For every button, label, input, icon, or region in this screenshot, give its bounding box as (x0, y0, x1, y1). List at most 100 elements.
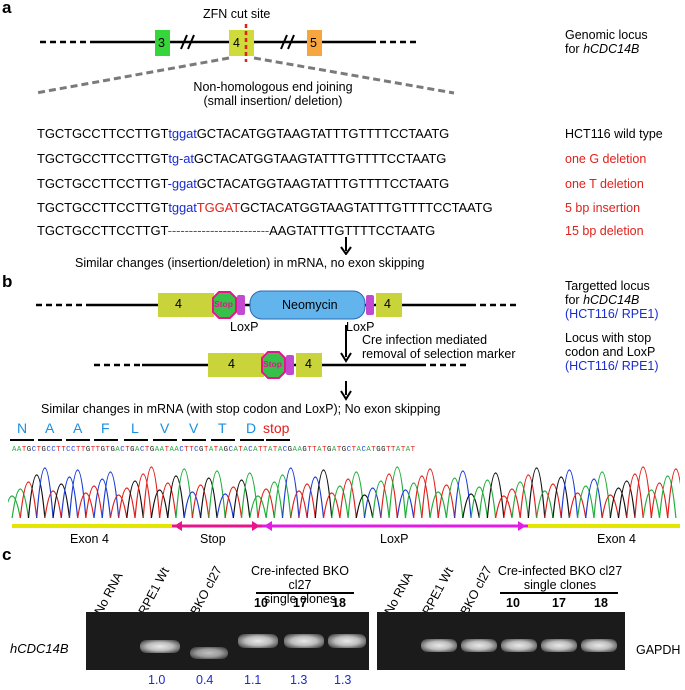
trace-peak (527, 467, 546, 518)
exon-5-label: 5 (310, 36, 317, 50)
panel-b-label: b (2, 272, 13, 291)
seq-label-15bp-deletion: 15 bp deletion (565, 224, 644, 238)
trace-peak (617, 480, 636, 518)
trace-peak (601, 494, 620, 518)
trace-peak (159, 482, 177, 518)
trace-peak (167, 475, 185, 518)
trace-peak (85, 485, 103, 518)
trace-peak (380, 473, 398, 518)
targeted-locus-caption: Targetted locus for hCDC14B (HCT116/ RPE… (565, 279, 659, 321)
neomycin-label: Neomycin (282, 298, 338, 312)
trace-peak (339, 478, 357, 518)
trace-peak (388, 466, 407, 518)
trace-peak (175, 468, 193, 518)
trace-peak (568, 492, 587, 518)
seq-label-g-deletion: one G deletion (565, 152, 647, 166)
trace-peak (109, 494, 128, 518)
trace-peak (60, 476, 79, 518)
trace-peak (486, 472, 505, 518)
trace-peak (142, 466, 161, 518)
trace-peak (495, 495, 513, 518)
trace-peak (552, 476, 570, 518)
band-gapdh-clone-18 (581, 639, 617, 652)
genomic-locus-diagram (35, 24, 455, 95)
clone-18-right: 18 (594, 596, 608, 610)
band-clone-10 (238, 634, 278, 648)
band-gapdh-clone-10 (501, 639, 537, 652)
band-bko-cl27 (190, 647, 228, 659)
trace-peak (150, 489, 169, 518)
exon-4-label: 4 (233, 36, 240, 50)
clone-18-left: 18 (332, 596, 346, 610)
loxp-label-1: LoxP (230, 320, 259, 334)
trace-peak (208, 470, 226, 518)
trace-peak (93, 478, 112, 518)
aa-2: A (73, 420, 83, 436)
trace-peak (404, 482, 423, 518)
density-clone-18: 1.3 (334, 673, 352, 687)
lane-bko-cl27-left: BKO cl27 (187, 563, 225, 617)
clone-10-right: 10 (506, 596, 520, 610)
trace-peak (240, 472, 259, 518)
aa-stop: stop (263, 420, 290, 436)
panel-a-summary: Similar changes (insertion/deletion) in … (75, 256, 425, 270)
stop-label: Stop (214, 299, 233, 309)
band-gapdh-clone-17 (541, 639, 577, 652)
trace-peak (396, 489, 415, 518)
gel-gapdh (377, 612, 625, 670)
exon-4-right-box (376, 293, 402, 317)
trace-peak (454, 470, 472, 518)
trace-peak (585, 478, 603, 518)
targeted-locus-diagram (36, 290, 520, 401)
clone-10-left: 10 (254, 596, 268, 610)
band-clone-18 (328, 634, 366, 648)
trace-peak (503, 488, 521, 518)
clones-title-right: Cre-infected BKO cl27 single clones (497, 564, 623, 592)
aa-3: F (101, 420, 110, 436)
trace-peak (347, 471, 366, 518)
exon-4-left-box (158, 293, 214, 317)
clones-underline-left (256, 592, 354, 594)
trace-peak (19, 481, 38, 518)
trace-peak (306, 476, 325, 518)
trace-peak (372, 480, 390, 518)
trace-peak (273, 474, 292, 518)
trace-peak (634, 466, 652, 518)
trace-peak (437, 484, 456, 518)
trace-peak (626, 473, 644, 518)
stop-label-2: Stop (263, 359, 282, 369)
gene-name: hCDC14B (583, 42, 640, 56)
trace-peak (216, 493, 234, 518)
aa-0: N (17, 420, 28, 436)
seq-row-15bp-deletion: TGCTGCCTTCCTTGT------------------------A… (37, 223, 436, 238)
trace-peak (511, 481, 529, 518)
exon-4-right-box-2 (296, 353, 322, 377)
trace-peak (265, 481, 284, 518)
trace-peak (8, 495, 21, 518)
chromatogram-sequence: AATGCTGCCTTCCTTGTTGTGACTGACTGAATAACTTCGT… (12, 446, 416, 454)
density-clone-10: 1.1 (244, 673, 262, 687)
trace-peak (44, 490, 62, 518)
segment-label-loxp: LoxP (380, 532, 409, 546)
genomic-locus-caption: Genomic locus for hCDC14B (565, 28, 648, 56)
seq-label-5bp-insertion: 5 bp insertion (565, 201, 641, 215)
control-label-gapdh: GAPDH (636, 643, 681, 657)
aa-6: V (189, 420, 199, 436)
lane-no-rna-right: No RNA (381, 569, 416, 617)
arrow-down-icon (340, 237, 352, 255)
trace-peak (101, 471, 120, 518)
seq-row-5bp-insertion: TGCTGCCTTCCTTGTtggatTGGATGCTACATGGTAAGTA… (37, 200, 493, 215)
trace-peak (593, 471, 611, 518)
seq-row-g-deletion: TGCTGCCTTCCTTGTtg-atGCTACATGGTAAGTATTTGT… (37, 151, 447, 166)
trace-peak (11, 488, 30, 518)
seq-row-t-deletion: TGCTGCCTTCCTTGT-ggatGCTACATGGTAAGTATTTGT… (37, 176, 450, 191)
aa-8: D (246, 420, 257, 436)
exon-4-left-label: 4 (175, 297, 182, 311)
panel-c-label: c (2, 545, 12, 564)
stop-octagon (212, 291, 237, 319)
aa-1: A (45, 420, 55, 436)
gel-hcdc14b (86, 612, 369, 670)
trace-peak (445, 477, 464, 518)
segment-label-exon-right: Exon 4 (597, 532, 636, 546)
trace-peak (642, 489, 661, 518)
